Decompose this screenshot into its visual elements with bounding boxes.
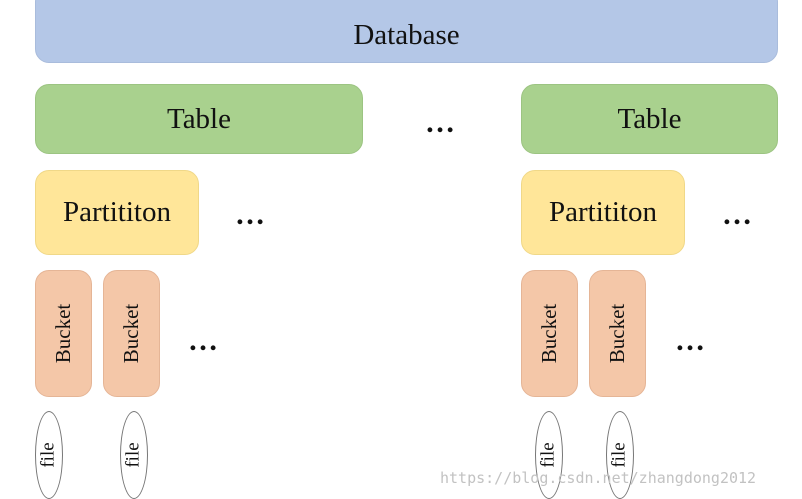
tables-ellipsis: … xyxy=(425,106,456,139)
file-label-3: file xyxy=(537,442,559,468)
bucket-label-4: Bucket xyxy=(605,303,630,364)
buckets-ellipsis-right: … xyxy=(675,324,706,357)
partitions-ellipsis-left: … xyxy=(235,198,266,231)
watermark-text: https://blog.csdn.net/zhangdong2012 xyxy=(440,469,757,487)
partition-label-left: Partititon xyxy=(63,196,171,228)
table-box-right: Table xyxy=(521,84,778,154)
partitions-ellipsis-right: … xyxy=(722,198,753,231)
partition-label-right: Partititon xyxy=(549,196,657,228)
file-label-4: file xyxy=(608,442,630,468)
file-ellipse-4: file xyxy=(606,411,634,499)
bucket-label-3: Bucket xyxy=(537,303,562,364)
file-label-1: file xyxy=(37,442,59,468)
table-label-right: Table xyxy=(617,102,682,135)
partition-box-right: Partititon xyxy=(521,170,685,255)
file-ellipse-1: file xyxy=(35,411,63,499)
bucket-label-1: Bucket xyxy=(51,303,76,364)
file-ellipse-2: file xyxy=(120,411,148,499)
table-box-left: Table xyxy=(35,84,363,154)
database-label: Database xyxy=(353,19,460,51)
bucket-label-2: Bucket xyxy=(119,303,144,364)
bucket-box-4: Bucket xyxy=(589,270,646,397)
bucket-box-2: Bucket xyxy=(103,270,160,397)
file-label-2: file xyxy=(122,442,144,468)
buckets-ellipsis-left: … xyxy=(188,324,219,357)
bucket-box-1: Bucket xyxy=(35,270,92,397)
partition-box-left: Partititon xyxy=(35,170,199,255)
table-label-left: Table xyxy=(167,102,231,135)
database-box: Database xyxy=(35,0,778,63)
file-ellipse-3: file xyxy=(535,411,563,499)
bucket-box-3: Bucket xyxy=(521,270,578,397)
